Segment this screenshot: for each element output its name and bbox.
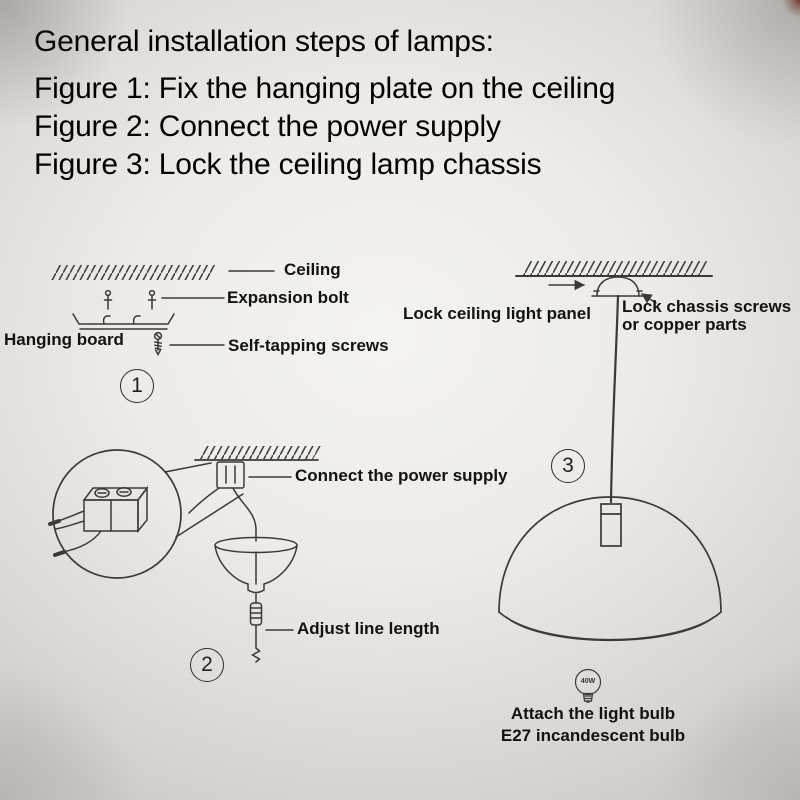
lock-panel-label: Lock ceiling light panel [403, 304, 591, 323]
header-step-1: Figure 1: Fix the hanging plate on the c… [34, 72, 616, 105]
self-tapping-screw [153, 331, 163, 357]
zoom-leader-top [164, 462, 212, 473]
ceiling-hatch-fig3 [519, 261, 709, 275]
lock-chassis-label-line1: Lock chassis screws [622, 297, 792, 316]
figure3-number-badge: 3 [551, 449, 585, 483]
lamp-dome [498, 496, 722, 642]
adjust-line-label: Adjust line length [297, 619, 440, 638]
instructions-header: General installation steps of lamps: Fig… [34, 23, 779, 184]
pendant-cord [609, 294, 620, 504]
hanging-board [72, 313, 175, 330]
power-connector [188, 461, 257, 542]
self-tapping-screws-label: Self-tapping screws [228, 336, 389, 355]
bulb-wattage-label: 40W [580, 678, 596, 685]
header-title: General installation steps of lamps: [34, 25, 494, 58]
header-step-2: Figure 2: Connect the power supply [34, 110, 501, 143]
figure2-art [48, 446, 321, 663]
cord-adjuster [249, 593, 263, 663]
expansion-bolt-label: Expansion bolt [227, 288, 349, 307]
terminal-block [48, 485, 149, 557]
figure1-number-badge: 1 [120, 369, 154, 403]
ceiling-hatch-fig2 [195, 446, 321, 459]
attach-bulb-label-line2: E27 incandescent bulb [500, 726, 686, 745]
magnifier-circle [52, 449, 182, 579]
canopy-cup [214, 536, 298, 594]
expansion-bolts [103, 289, 157, 310]
ceiling-canopy [591, 276, 645, 297]
ceiling-hatch-fig1 [47, 265, 219, 280]
bulb-icon [574, 668, 602, 703]
zoom-leader-bottom [175, 493, 244, 538]
hanging-board-label: Hanging board [4, 330, 124, 349]
connect-power-label: Connect the power supply [295, 466, 508, 485]
header-step-3: Figure 3: Lock the ceiling lamp chassis [34, 148, 542, 181]
figure2-number-badge: 2 [190, 648, 224, 682]
lock-chassis-label-line2: or copper parts [622, 315, 747, 334]
attach-bulb-label-line1: Attach the light bulb [510, 704, 676, 723]
ceiling-label: Ceiling [284, 260, 341, 279]
